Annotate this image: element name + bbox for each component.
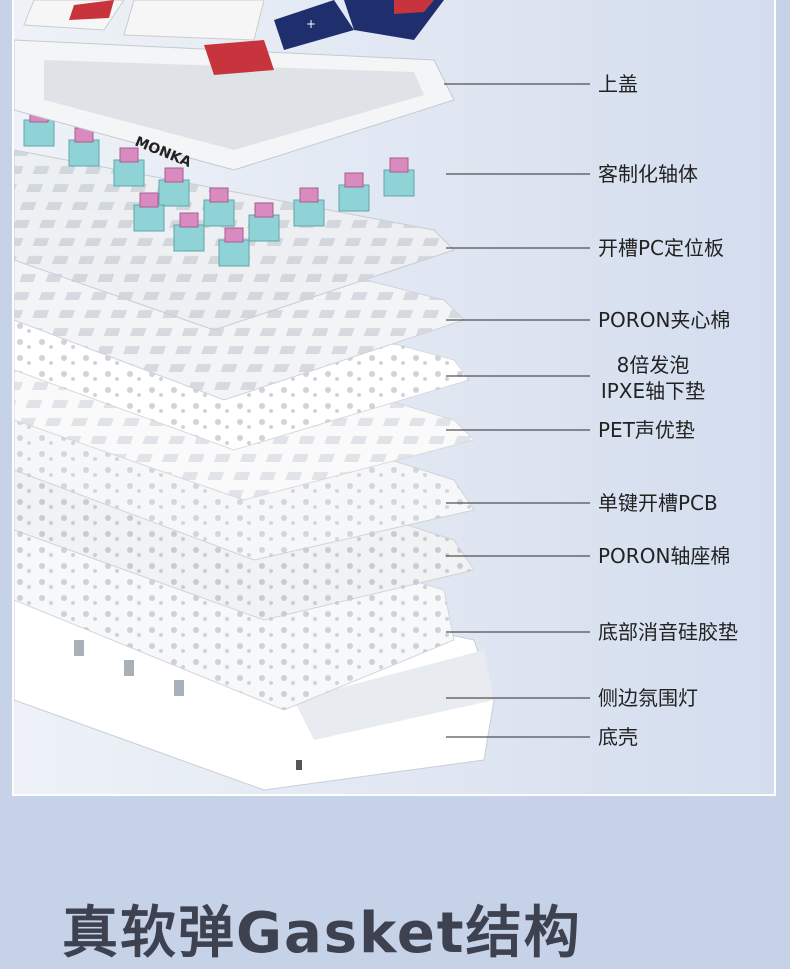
keyboard-exploded-illustration: MONKA + (14, 0, 590, 791)
layer-label-pet-pad: PET声优垫 (598, 418, 695, 442)
layer-label-socket-foam: PORON轴座棉 (598, 544, 731, 568)
layer-label-poron-foam: PORON夹心棉 (598, 308, 731, 332)
layer-label-plate: 开槽PC定位板 (598, 236, 725, 260)
layer-label-silicone-pad: 底部消音硅胶垫 (598, 620, 738, 644)
layer-label-side-light: 侧边氛围灯 (598, 686, 698, 710)
layer-label-top-case: 上盖 (598, 72, 638, 96)
layer-label-ixpe-pad: 8倍发泡 IPXE轴下垫 (598, 352, 708, 404)
svg-text:+: + (306, 17, 316, 31)
layer-label-ixpe-line2: IPXE轴下垫 (600, 379, 706, 403)
keycaps: + (23, 0, 444, 75)
leader-lines (444, 83, 590, 738)
exploded-view-panel: MONKA + (12, 0, 776, 796)
layer-label-bottom-case: 底壳 (598, 725, 638, 749)
layer-label-ixpe-line1: 8倍发泡 (616, 353, 690, 377)
headline: 真软弹Gasket结构 (62, 901, 582, 966)
top-case: MONKA (14, 39, 455, 171)
layer-label-pcb: 单键开槽PCB (598, 491, 718, 515)
layer-label-switches: 客制化轴体 (598, 162, 698, 186)
